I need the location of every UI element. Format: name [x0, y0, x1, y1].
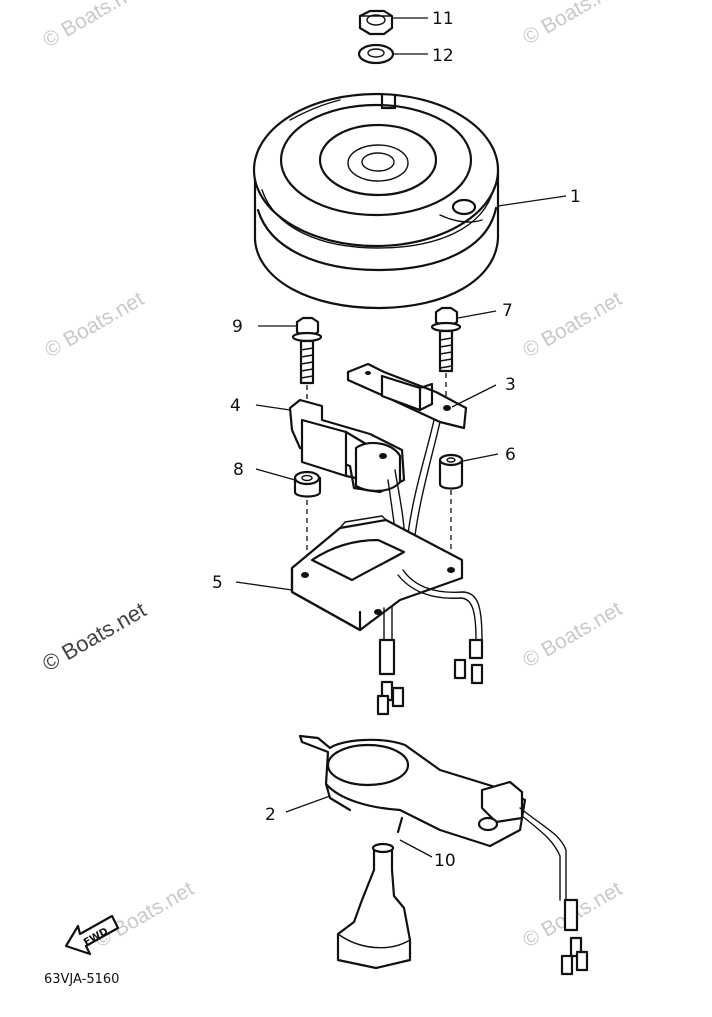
watermark-dark: © Boats.net: [38, 597, 150, 676]
part-3-pulser-coil: [346, 362, 468, 563]
callout-6: 6: [505, 445, 516, 465]
leader-lines: [235, 17, 567, 858]
part-5-base-plate: [290, 515, 484, 716]
part-9-bolt: [291, 316, 323, 412]
callout-11: 11: [432, 9, 454, 29]
shaft-base: [336, 842, 412, 970]
callout-4: 4: [230, 396, 241, 416]
callout-1: 1: [570, 187, 581, 207]
part-12-washer: [357, 43, 395, 65]
part-6-collar: [438, 453, 464, 560]
watermark-mid-right: © Boats.net: [519, 287, 626, 362]
callout-7: 7: [502, 301, 513, 321]
callout-2: 2: [265, 805, 276, 825]
callout-10: 10: [434, 851, 456, 871]
watermark-top-left: © Boats.net: [39, 0, 146, 52]
callout-3: 3: [505, 375, 516, 395]
part-10-clip: [396, 816, 404, 834]
watermark-bottom-left: © Boats.net: [91, 877, 198, 952]
callout-9: 9: [232, 317, 243, 337]
part-1-flywheel: [252, 92, 500, 310]
watermark-lower-right: © Boats.net: [519, 597, 626, 672]
callout-8: 8: [233, 460, 244, 480]
diagram-code: 63VJA-5160: [44, 972, 119, 987]
part-7-bolt: [430, 306, 462, 398]
watermark-top-right: © Boats.net: [519, 0, 626, 49]
callout-12: 12: [432, 46, 454, 66]
part-2-control-lever: [298, 734, 589, 976]
part-8-collar: [293, 470, 322, 560]
callouts: 11 12 1 9 7 3 4 6 8 5 2 10: [212, 9, 581, 871]
part-11-nut: [358, 9, 394, 36]
watermark-mid-left: © Boats.net: [41, 287, 148, 362]
callout-5: 5: [212, 573, 223, 593]
